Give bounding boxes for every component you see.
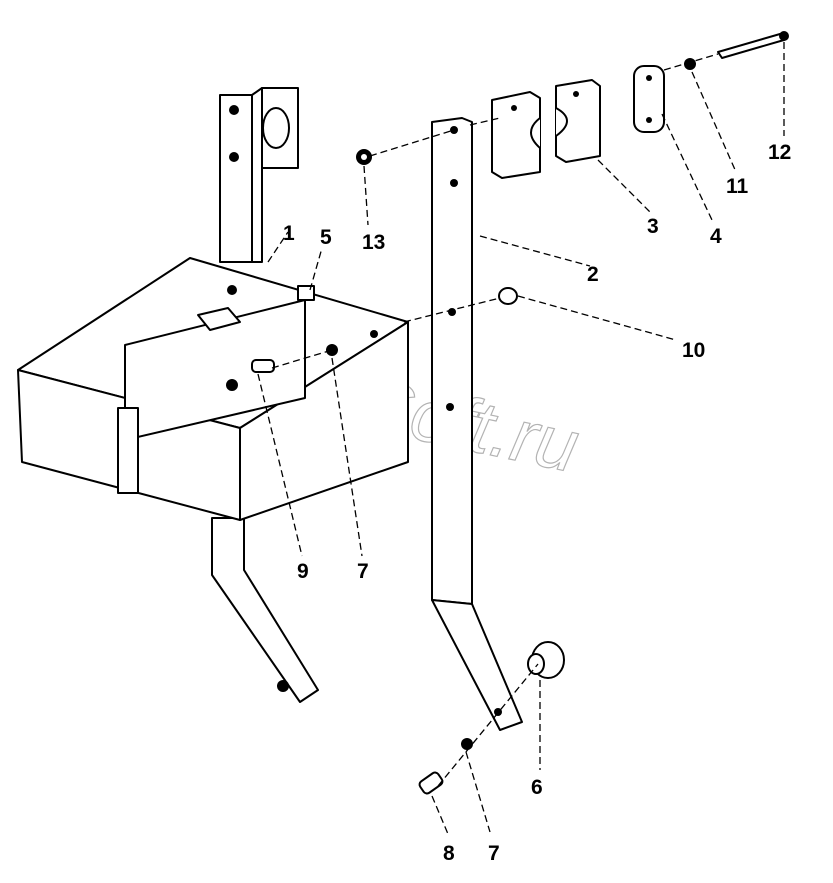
tray-side-face <box>239 321 409 521</box>
bolt-hole <box>494 708 502 716</box>
leader-lines <box>257 42 785 835</box>
washer-11 <box>684 58 696 70</box>
bolt-hole <box>226 379 238 391</box>
right-arm-upper <box>431 117 473 605</box>
callout-7-upper: 7 <box>357 560 369 583</box>
bolt-hole <box>277 680 289 692</box>
leader-9 <box>257 373 303 557</box>
right-long-arm <box>431 117 523 731</box>
bolt-hole <box>229 152 239 162</box>
left-upright-arm-side <box>251 87 263 263</box>
clamp-halves <box>491 79 601 179</box>
leader-7-lower <box>465 751 491 833</box>
leader-4 <box>661 113 713 221</box>
bolt-hole <box>646 75 652 81</box>
bolt-hole <box>646 117 652 123</box>
bolt-12 <box>717 33 785 59</box>
nut-13-bore <box>361 154 367 160</box>
callout-7-lower: 7 <box>488 842 500 865</box>
callout-5: 5 <box>320 226 332 249</box>
tray-clip <box>197 307 241 331</box>
clamp-half-rear <box>555 79 601 163</box>
left-bracket-assembly <box>211 87 319 703</box>
bolt-9 <box>251 359 275 373</box>
washer-7-upper <box>326 344 338 356</box>
leader-10-axis <box>403 297 501 323</box>
clamp-plate <box>633 65 665 133</box>
leader-13-axis <box>369 129 455 157</box>
callout-6: 6 <box>531 776 543 799</box>
left-lower-leg <box>211 517 319 703</box>
leader-3 <box>597 159 651 213</box>
bolt-hole <box>573 91 579 97</box>
callout-11: 11 <box>726 175 749 198</box>
tray-latch <box>297 285 315 301</box>
hardware <box>251 31 789 795</box>
bolt-12-head <box>779 31 789 41</box>
bolt-hole <box>227 285 237 295</box>
callout-9: 9 <box>297 560 309 583</box>
leader-axis <box>469 117 501 126</box>
leader-2 <box>479 235 591 267</box>
leader-8-axis <box>437 663 539 787</box>
leader-8 <box>431 795 449 835</box>
leader-axis <box>663 53 719 71</box>
callout-3: 3 <box>647 215 659 238</box>
left-upright-arm <box>219 94 253 263</box>
callout-1: 1 <box>283 222 295 245</box>
leader-10 <box>517 295 677 341</box>
bolt-hole <box>511 105 517 111</box>
leader-5 <box>309 247 323 291</box>
tray-strap <box>117 407 139 494</box>
bolt-hole <box>448 308 456 316</box>
leader-1 <box>267 231 289 263</box>
callout-10: 10 <box>682 339 705 362</box>
bolt-hole <box>450 126 458 134</box>
bolt-8 <box>418 771 444 795</box>
bolt-hole <box>229 105 239 115</box>
clamp-half-rear-saddle <box>555 107 568 137</box>
tray-box <box>17 257 409 521</box>
nut-10 <box>498 287 518 305</box>
clamp-plate-body <box>633 65 665 133</box>
callout-8: 8 <box>443 842 455 865</box>
right-arm-lower <box>431 599 523 731</box>
leader-7-upper <box>331 357 363 557</box>
clamp-half-front-saddle <box>530 117 541 149</box>
callout-13: 13 <box>362 231 385 254</box>
left-clamp-bore <box>262 107 290 149</box>
callout-2: 2 <box>587 263 599 286</box>
spacer-6-face <box>527 653 545 675</box>
leader-11 <box>691 71 737 173</box>
bolt-hole <box>446 403 454 411</box>
leader-13 <box>363 165 369 226</box>
callouts: 1 2 3 4 5 6 7 7 8 9 10 11 12 13 <box>283 141 791 865</box>
bolt-hole <box>370 330 378 338</box>
bolt-hole <box>450 179 458 187</box>
clamp-half-front <box>491 91 541 179</box>
washer-7-lower <box>461 738 473 750</box>
callout-4: 4 <box>710 225 722 248</box>
callout-12: 12 <box>768 141 791 164</box>
